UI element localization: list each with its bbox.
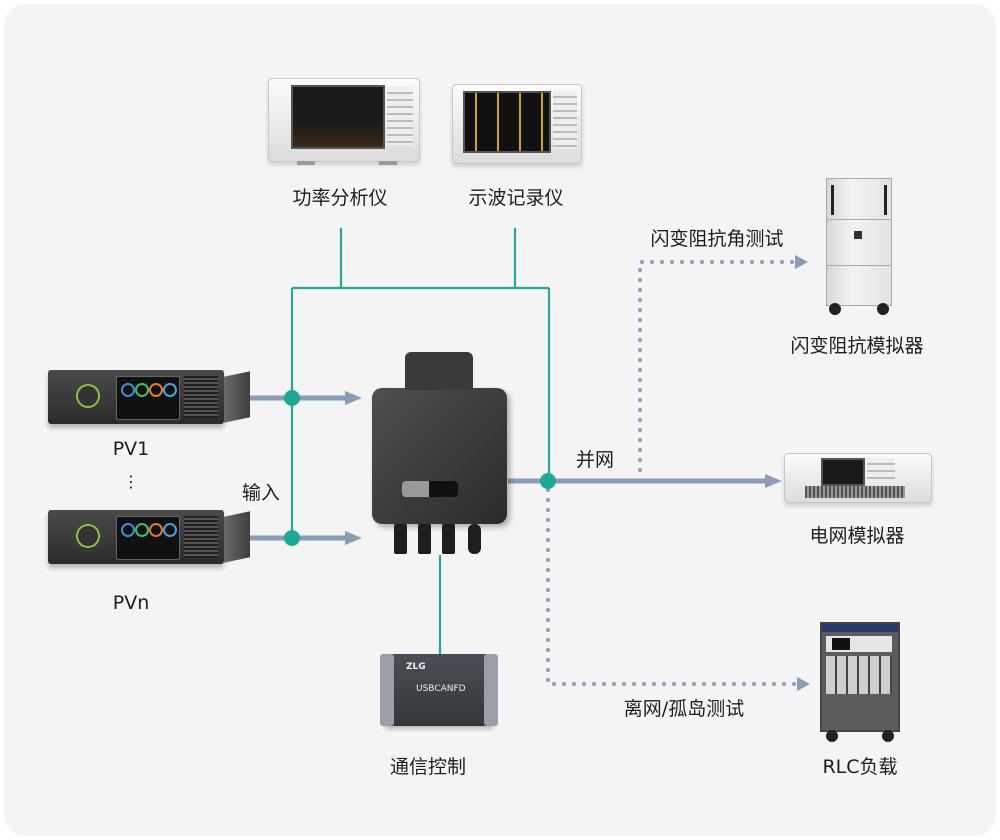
gauge-icon bbox=[149, 523, 163, 537]
analyzer-screen bbox=[291, 85, 385, 149]
gauge-icon bbox=[135, 383, 149, 397]
recorder-keypad bbox=[553, 91, 577, 149]
end-cap bbox=[380, 654, 394, 726]
dc-connector bbox=[418, 524, 431, 554]
wheel bbox=[829, 303, 841, 315]
vent-grill bbox=[805, 486, 905, 498]
oscillograph-label: 示波记录仪 bbox=[468, 187, 564, 209]
status-indicator bbox=[402, 481, 458, 497]
dc-connector bbox=[394, 524, 407, 554]
end-cap bbox=[484, 654, 498, 726]
recorder-screen bbox=[463, 91, 551, 153]
pv-display bbox=[116, 376, 180, 420]
power-analyzer-device[interactable] bbox=[268, 78, 420, 165]
flicker-test-label: 闪变阻抗角测试 bbox=[650, 228, 784, 250]
island-test-label: 离网/孤岛测试 bbox=[623, 698, 745, 720]
model-text: USBCANFD bbox=[416, 684, 466, 694]
island-arrow bbox=[797, 677, 810, 691]
wheel bbox=[882, 730, 894, 742]
impedance-simulator-label: 闪变阻抗模拟器 bbox=[790, 335, 924, 357]
grid-arrow bbox=[765, 474, 782, 488]
wheel bbox=[877, 303, 889, 315]
brand-logo: ZLG bbox=[406, 662, 426, 672]
grid-simulator-device[interactable] bbox=[784, 453, 932, 503]
wheel bbox=[826, 730, 838, 742]
grid-sim-keypad bbox=[867, 458, 895, 482]
gauge-icon bbox=[149, 383, 163, 397]
gauge-icon bbox=[121, 383, 135, 397]
oscillograph-device[interactable] bbox=[452, 84, 582, 164]
pv1-label: PV1 bbox=[112, 438, 150, 460]
divider bbox=[827, 265, 891, 266]
micro-inverter-device[interactable] bbox=[372, 352, 507, 554]
island-dotted-path bbox=[546, 488, 797, 686]
vent-grill bbox=[184, 516, 218, 558]
impedance-simulator-device[interactable] bbox=[826, 178, 892, 315]
handle bbox=[831, 185, 834, 215]
vent-grill bbox=[184, 376, 218, 418]
rlc-load-label: RLC负载 bbox=[822, 756, 898, 778]
mounting-bracket bbox=[405, 352, 473, 390]
node-pvn bbox=[284, 530, 300, 546]
display bbox=[854, 231, 862, 239]
grid-simulator-label: 电网模拟器 bbox=[809, 525, 905, 547]
chassis-side bbox=[224, 511, 250, 563]
input-label: 输入 bbox=[241, 482, 281, 504]
chassis-side bbox=[224, 371, 250, 423]
power-knob-icon bbox=[76, 524, 100, 548]
rlc-load-device[interactable] bbox=[820, 622, 900, 742]
vent-grill bbox=[826, 656, 892, 694]
pv-display bbox=[116, 516, 180, 560]
divider bbox=[827, 219, 891, 220]
ac-cable bbox=[468, 524, 481, 554]
control-panel bbox=[826, 636, 892, 652]
pvn-source-device[interactable] bbox=[48, 510, 250, 564]
pv1-source-device[interactable] bbox=[48, 370, 250, 424]
handle bbox=[884, 185, 887, 215]
node-pv1 bbox=[284, 390, 300, 406]
pvn-label: PVn bbox=[112, 592, 150, 614]
power-analyzer-label: 功率分析仪 bbox=[292, 187, 388, 209]
pv-ellipsis: ⋮ bbox=[123, 472, 139, 491]
pv1-arrow bbox=[345, 391, 362, 405]
power-knob-icon bbox=[76, 384, 100, 408]
grid-tie-label: 并网 bbox=[575, 449, 615, 471]
flicker-dotted-path bbox=[638, 260, 795, 472]
analyzer-keypad bbox=[387, 87, 413, 145]
gauge-icon bbox=[135, 523, 149, 537]
flicker-arrow bbox=[795, 255, 808, 269]
pvn-arrow bbox=[345, 531, 362, 545]
grid-sim-screen bbox=[821, 458, 865, 486]
dc-connector bbox=[442, 524, 455, 554]
brand-strip bbox=[822, 624, 898, 632]
foot bbox=[297, 161, 315, 165]
gauge-icon bbox=[163, 383, 177, 397]
node-grid bbox=[540, 473, 556, 489]
usbcanfd-device[interactable]: ZLG USBCANFD bbox=[380, 654, 498, 726]
can-interface-label: 通信控制 bbox=[389, 756, 467, 778]
foot bbox=[379, 161, 397, 165]
gauge-icon bbox=[163, 523, 177, 537]
gauge-icon bbox=[121, 523, 135, 537]
display bbox=[832, 638, 850, 650]
